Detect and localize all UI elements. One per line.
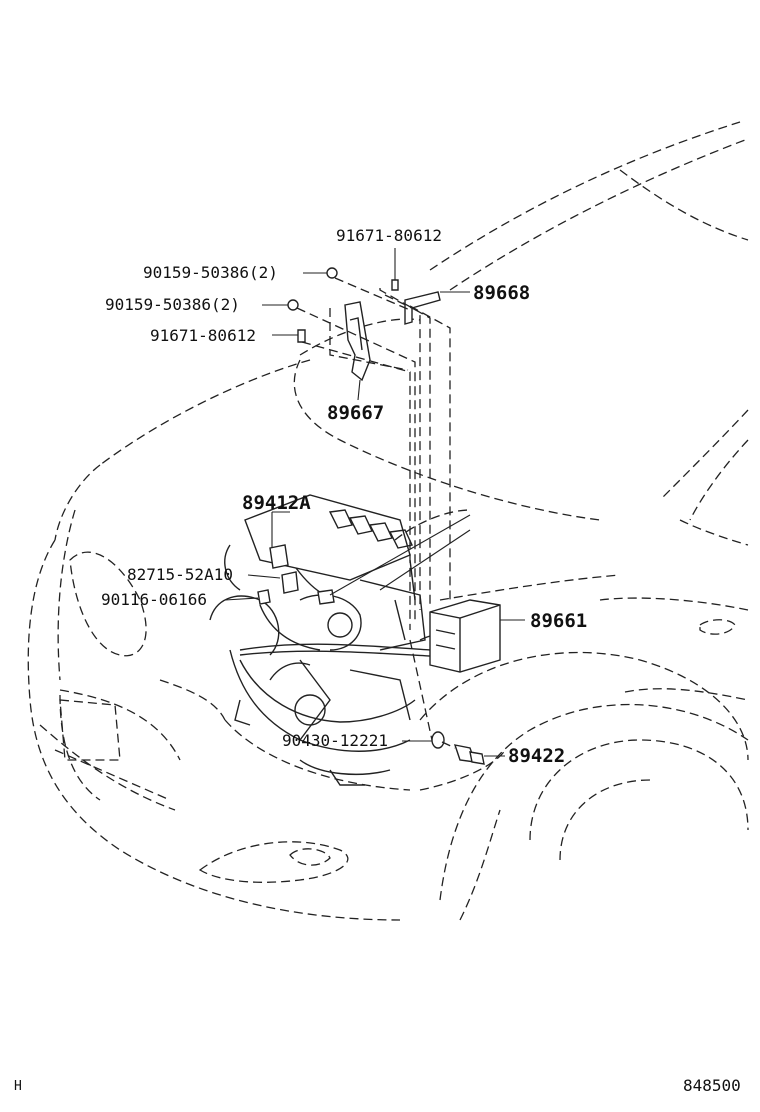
part-89661-ecu: [429, 599, 501, 673]
part-89667-bracket: [344, 301, 371, 382]
callout-90430-12221: 90430-12221: [282, 731, 388, 750]
callout-89422: 89422: [508, 745, 565, 767]
callout-90159-50386-lower: 90159-50386(2): [105, 295, 240, 314]
part-91671-80612-bolt-upper: [391, 279, 399, 291]
car-body-outline: [27, 121, 749, 921]
callout-90159-50386-upper: 90159-50386(2): [143, 263, 278, 282]
callout-82715-52A10: 82715-52A10: [127, 565, 233, 584]
callout-91671-80612-upper: 91671-80612: [336, 226, 442, 245]
part-90159-50386-nut-upper: [326, 267, 338, 279]
leader-lines: [224, 248, 525, 757]
callout-89412A: 89412A: [242, 492, 311, 514]
callout-89661: 89661: [530, 610, 587, 632]
part-91671-80612-bolt-lower: [297, 329, 306, 343]
callout-89667: 89667: [327, 402, 384, 424]
callout-90116-06166: 90116-06166: [101, 590, 207, 609]
part-90159-50386-nut-lower: [287, 299, 299, 311]
part-89422-sensor: [453, 744, 485, 765]
drawing-number: 848500: [683, 1076, 741, 1095]
callout-91671-80612-lower: 91671-80612: [150, 326, 256, 345]
footer-left-mark: H: [14, 1079, 22, 1094]
part-90430-12221-gasket: [431, 731, 445, 749]
callout-89668: 89668: [473, 282, 530, 304]
part-89412A-sensor: [269, 544, 335, 605]
part-90116-06166-stud: [257, 589, 271, 605]
